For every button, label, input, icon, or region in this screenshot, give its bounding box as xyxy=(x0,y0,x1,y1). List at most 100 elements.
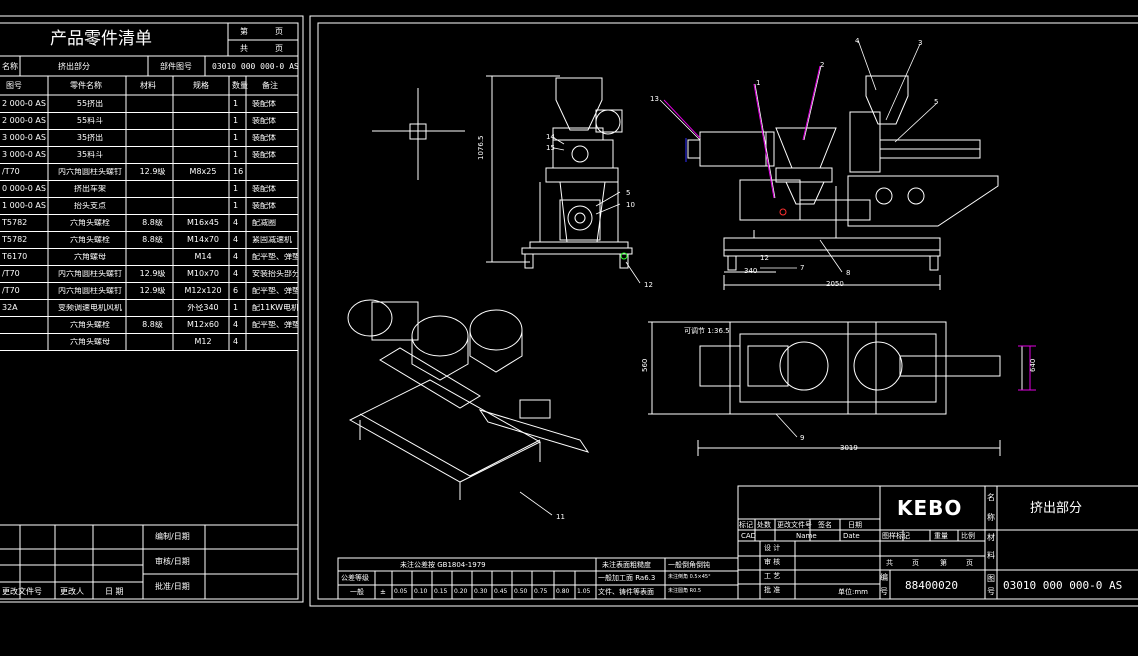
sheet-total: 共 xyxy=(886,559,893,567)
dim-560: 560 xyxy=(641,358,649,372)
dim-640: 640 xyxy=(1029,358,1037,372)
top-view xyxy=(648,321,1023,456)
table-row-line xyxy=(0,316,298,317)
table-cell: 六角头螺栓 xyxy=(70,219,110,227)
stage-mark: 图样标记 xyxy=(882,532,910,540)
header-spec: 规格 xyxy=(193,81,209,90)
table-cell: 装配体 xyxy=(252,134,276,142)
callout-4: 4 xyxy=(855,37,860,45)
role-design: 设 计 xyxy=(764,544,781,552)
table-cell: 4 xyxy=(233,219,239,227)
table-cell: 2 000-0 AS xyxy=(2,100,46,108)
table-cell: M8x25 xyxy=(189,168,217,176)
table-row-line xyxy=(0,197,298,198)
table-row-line xyxy=(0,350,298,351)
rev-name: Name xyxy=(796,532,817,540)
right-sheet-outer xyxy=(309,15,1138,607)
tolerance-value: 0.45 xyxy=(494,588,508,595)
table-row-line xyxy=(0,282,298,283)
dim-width-note: 可调节 1:36.5 xyxy=(684,327,730,335)
table-cell: /T70 xyxy=(2,270,20,278)
surface-title: 未注表面粗糙度 xyxy=(602,561,651,569)
table-cell: M16x45 xyxy=(187,219,219,227)
title-name-value: 挤出部分 xyxy=(1030,501,1083,516)
table-cell: 35料斗 xyxy=(76,151,104,159)
angle-row-1: 未注倒角 0.5×45° xyxy=(668,574,711,580)
callout-7: 7 xyxy=(800,264,805,272)
footer-change-doc: 更改文件号 xyxy=(2,587,42,596)
table-cell: /T70 xyxy=(2,168,20,176)
sheet-current: 第 xyxy=(940,559,947,567)
table-cell: 1 xyxy=(233,134,239,142)
drawing-no-value: 03010 000 000-0 AS xyxy=(1003,579,1123,592)
tolerance-value: 0.10 xyxy=(414,588,428,595)
side-view xyxy=(687,75,999,290)
table-cell: 12.9级 xyxy=(139,270,166,278)
role-review: 审 核 xyxy=(764,558,781,566)
kebo-logo: KEBO xyxy=(897,496,963,520)
name-value: 挤出部分 xyxy=(58,62,90,71)
sign-approve: 批准/日期 xyxy=(155,582,190,591)
angle-row-2: 未注圆角 R0.5 xyxy=(668,588,702,594)
table-cell: 装配体 xyxy=(252,117,276,125)
unit-label: 单位:mm xyxy=(838,588,868,596)
header-qty: 数量 xyxy=(232,81,248,90)
tolerance-rowlabel-1: 公差等级 xyxy=(341,574,369,582)
table-cell: 六角头螺栓 xyxy=(70,321,110,329)
table-cell: 六角头螺母 xyxy=(70,338,110,346)
parts-list-title: 产品零件清单 xyxy=(50,29,152,49)
stage-scale: 比例 xyxy=(961,532,975,540)
table-cell: 抬头支点 xyxy=(74,202,106,210)
tolerance-rowlabel-2: 一般 xyxy=(350,588,364,596)
dim-12: 12 xyxy=(760,254,769,262)
table-row-line xyxy=(0,333,298,334)
table-cell: /T70 xyxy=(2,287,20,295)
code-value: 88400020 xyxy=(905,579,958,592)
callout-13: 13 xyxy=(650,95,659,103)
stage-weight: 重量 xyxy=(934,532,948,540)
callout-8: 8 xyxy=(846,269,851,277)
table-row-line xyxy=(0,248,298,249)
table-cell: 1 000-0 AS xyxy=(2,202,46,210)
table-cell: 配11KW电机 xyxy=(252,304,298,312)
table-cell: 1 xyxy=(233,202,239,210)
dim-3019: 3019 xyxy=(840,444,858,452)
header-remark: 备注 xyxy=(262,81,278,90)
callout-3: 3 xyxy=(918,39,923,47)
table-cell: M12 xyxy=(194,338,212,346)
callout-5a: 5 xyxy=(934,98,939,106)
tolerance-value: 0.15 xyxy=(434,588,448,595)
table-cell: 6 xyxy=(233,287,239,295)
table-cell: M12x60 xyxy=(187,321,219,329)
footer-changed-by: 更改人 xyxy=(60,587,84,596)
table-cell: 4 xyxy=(233,270,239,278)
table-row-line xyxy=(0,146,298,147)
table-cell: 内六角圆柱头螺钉 xyxy=(58,168,122,176)
rev-mark: 标记 xyxy=(739,521,753,529)
rev-doc: 更改文件号 xyxy=(777,521,812,529)
page-unit: 页 xyxy=(275,27,283,36)
tolerance-value: 0.50 xyxy=(514,588,528,595)
tolerance-value: 0.80 xyxy=(556,588,570,595)
table-cell: 8.8级 xyxy=(142,219,163,227)
table-cell: 六角螺母 xyxy=(74,253,106,261)
table-cell: 32A xyxy=(2,304,18,312)
table-row-line xyxy=(0,231,298,232)
sheet-total-unit: 页 xyxy=(912,559,919,567)
table-cell: 六角头螺栓 xyxy=(70,236,110,244)
tolerance-value: 0.75 xyxy=(534,588,548,595)
table-cell: 2 000-0 AS xyxy=(2,117,46,125)
table-cell: 8.8级 xyxy=(142,321,163,329)
part-no-value: 03010 000 000-0 AS xyxy=(212,62,299,71)
tolerance-value: 0.05 xyxy=(394,588,408,595)
table-cell: 内六角圆柱头螺钉 xyxy=(58,287,122,295)
callout-9: 9 xyxy=(800,434,805,442)
table-cell: 装配体 xyxy=(252,185,276,193)
sign-review: 审核/日期 xyxy=(155,557,190,566)
table-row-line xyxy=(0,265,298,266)
table-cell: 12.9级 xyxy=(139,168,166,176)
table-cell: M14 xyxy=(194,253,212,261)
table-cell: 配平垫、弹垫 xyxy=(252,253,298,261)
table-cell: 配平垫、弹垫 xyxy=(252,321,298,329)
table-cell: 内六角圆柱头螺钉 xyxy=(58,270,122,278)
